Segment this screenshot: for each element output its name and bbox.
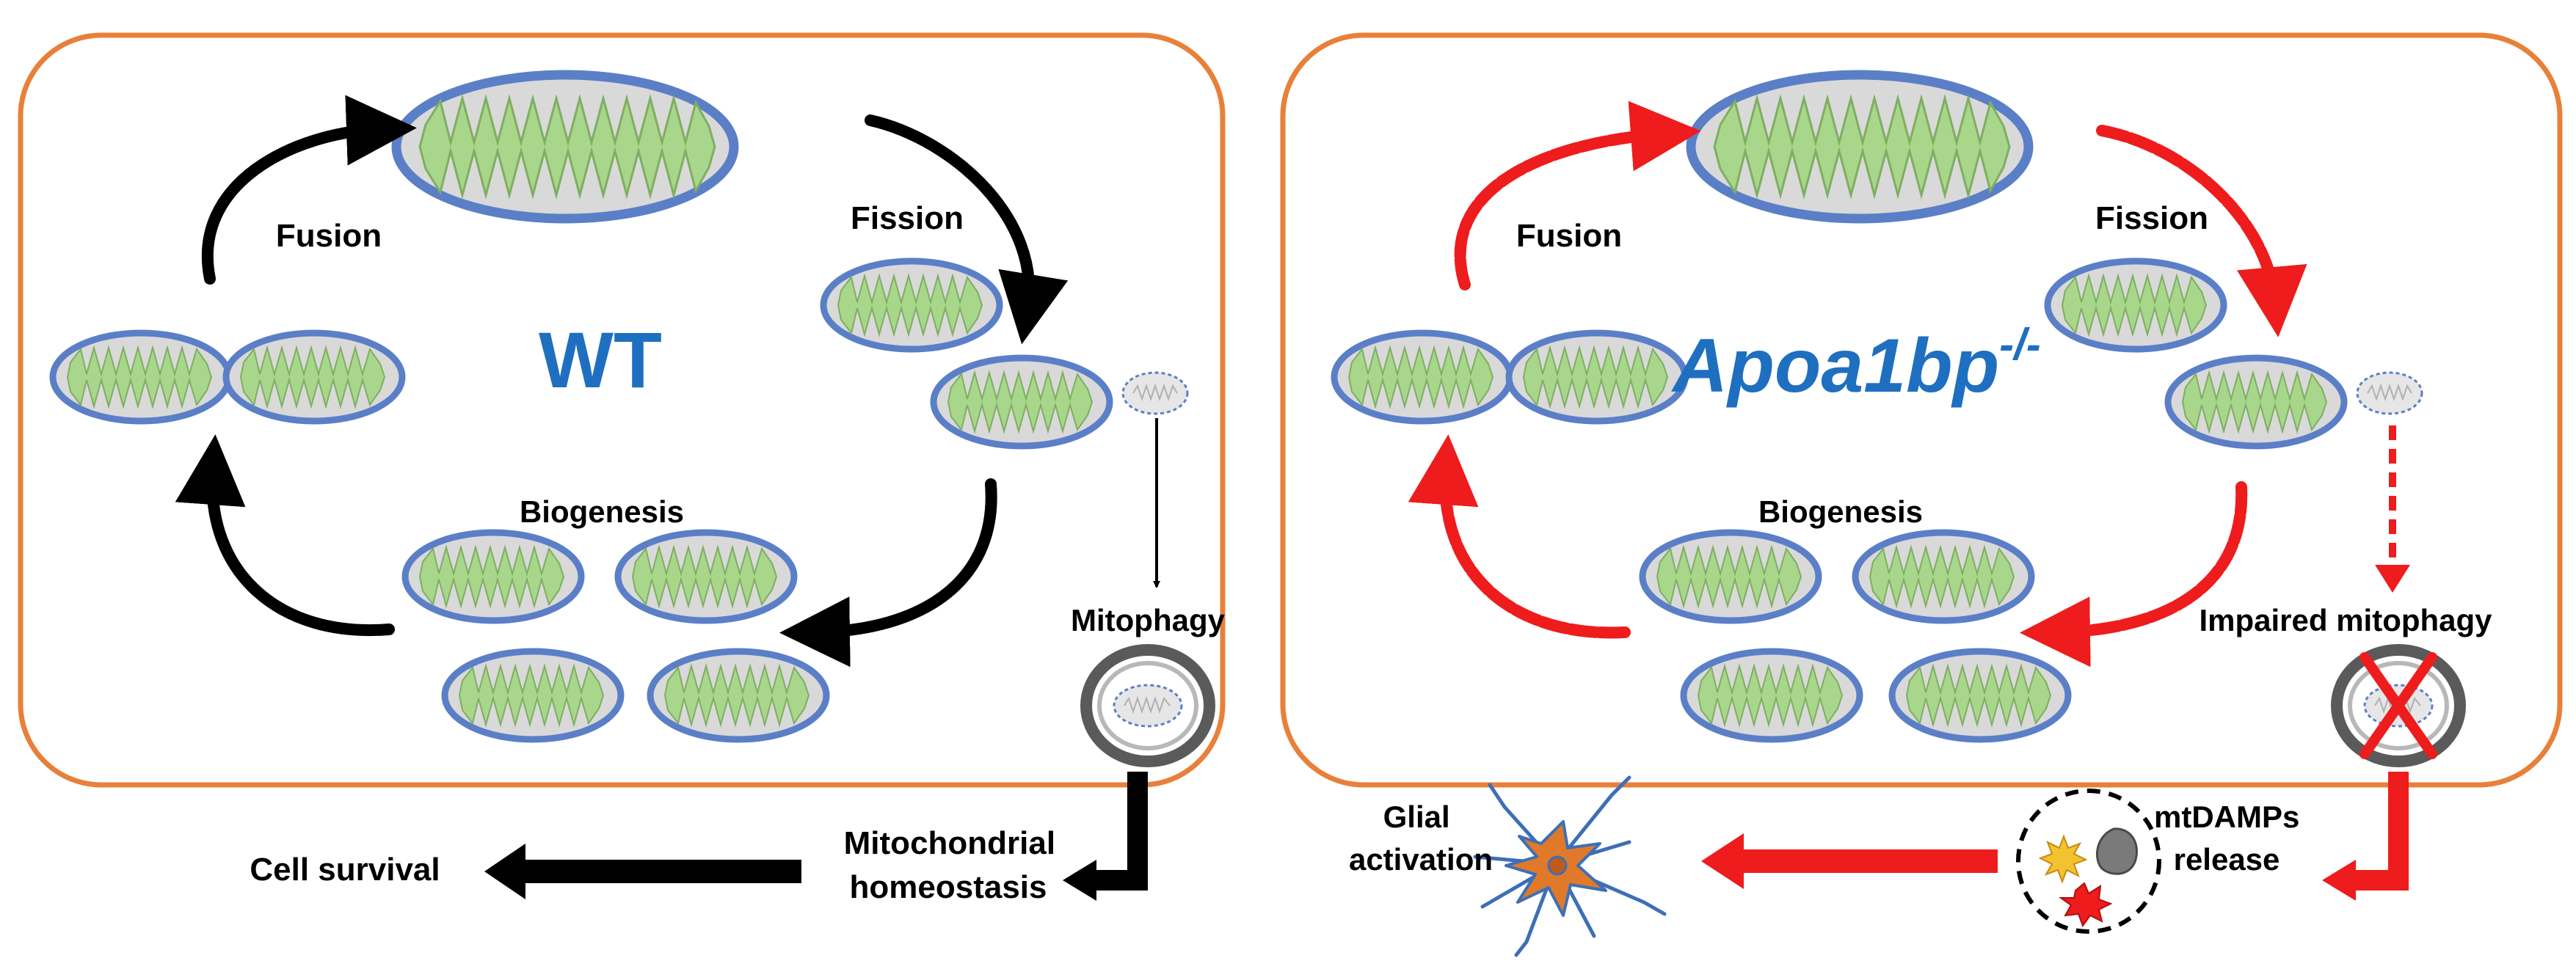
damps-arrow: [2353, 772, 2409, 891]
fission-label-ko: Fission: [2095, 200, 2208, 236]
damps-label: mtDAMPs release: [2154, 800, 2308, 877]
mitochondrion-icon: [2048, 261, 2224, 349]
biogenesis-in-arrow-impaired: [1408, 434, 1631, 639]
outcome-wt: Mitochondrial homeostasis Cell survival: [250, 772, 1148, 905]
impaired-mitophagy-arrowhead: [2375, 565, 2410, 593]
glial-label-line1: Glial: [1383, 800, 1450, 834]
mitochondrion-icon: [2168, 358, 2344, 446]
mitochondrion-icon: [405, 533, 581, 621]
homeostasis-label-line1: Mitochondrial: [844, 825, 1055, 861]
survival-arrowhead: [484, 844, 525, 899]
mitochondrion-icon: [1684, 651, 1860, 739]
mitochondrion-icon: [618, 533, 794, 621]
glial-activation-label: Glial activation: [1349, 800, 1493, 877]
fusion-label: Fusion: [276, 218, 382, 254]
panel-wt-border: [18, 32, 1226, 788]
glial-label-line2: activation: [1349, 842, 1493, 877]
mitochondrion-icon: [445, 651, 621, 739]
glial-arrow-shaft: [1741, 849, 1998, 873]
mitochondrion-icon: [934, 358, 1110, 446]
homeostasis-arrowhead: [1063, 860, 1096, 901]
ko-title-superscript: -/-: [1999, 320, 2041, 369]
mitochondrion-icon: [1892, 651, 2068, 739]
x-mark-icon: [2359, 652, 2437, 759]
outcome-ko: mtDAMPs release Glial activation: [1349, 772, 2409, 957]
biogenesis-label-ko: Biogenesis: [1758, 494, 1923, 529]
mitochondrion-icon: [1855, 533, 2031, 621]
panel-wild-type: WT Fusion Fission Biogenesis Mitophagy: [18, 32, 1226, 788]
mito-fragment-icon: [2356, 371, 2423, 415]
mitochondrion-icon: [823, 261, 1000, 349]
mitochondrion-icon: [53, 333, 229, 421]
homeostasis-label-line2: homeostasis: [850, 869, 1047, 905]
mitochondrion-icon: [650, 651, 826, 739]
biogenesis-out-arrow-impaired: [2020, 481, 2248, 668]
panel-ko-border: [1280, 32, 2563, 788]
biogenesis-label: Biogenesis: [520, 494, 684, 529]
damp-particles-icon: [2016, 789, 2161, 934]
damps-label-line1: mtDAMPs: [2154, 800, 2299, 834]
panel-knockout: Apoa1bp-/- Fusion Fission Biogenesis Imp…: [1280, 32, 2563, 788]
homeostasis-arrow: [1094, 772, 1148, 891]
impaired-mitophagy-label: Impaired mitophagy: [2199, 603, 2492, 637]
glial-cell-icon: [1473, 775, 1667, 957]
mitochondrion-icon: [1334, 333, 1510, 421]
fusion-label-ko: Fusion: [1516, 218, 1622, 254]
mitochondrion-icon: [1691, 75, 2029, 219]
fusion-arrow-impaired: [1454, 100, 1701, 290]
mitochondrion-icon: [396, 75, 734, 219]
ko-title-gene: Apoa1bp: [1670, 323, 1999, 409]
survival-arrow-shaft: [523, 860, 801, 883]
glial-arrowhead: [1701, 833, 1744, 889]
ko-title: Apoa1bp-/-: [1670, 320, 2041, 409]
fusion-arrow: [201, 95, 417, 285]
mitochondrion-icon: [1642, 533, 1819, 621]
cell-survival-label: Cell survival: [250, 852, 440, 888]
mitophagy-label: Mitophagy: [1071, 603, 1226, 637]
biogenesis-in-arrow: [175, 434, 395, 637]
biogenesis-out-arrow: [779, 478, 997, 668]
fission-label: Fission: [851, 200, 964, 236]
fission-arrow-impaired: [2096, 125, 2307, 337]
homeostasis-label: Mitochondrial homeostasis: [844, 825, 1065, 905]
mito-fragment-icon: [1121, 371, 1189, 415]
damps-arrowhead: [2322, 860, 2356, 901]
mitochondrion-icon: [1509, 333, 1685, 421]
autophagosome-icon: [1086, 650, 1209, 761]
fission-arrow: [865, 114, 1069, 345]
damps-label-line2: release: [2174, 842, 2280, 877]
wt-title: WT: [539, 315, 662, 404]
mitochondrion-icon: [226, 333, 402, 421]
